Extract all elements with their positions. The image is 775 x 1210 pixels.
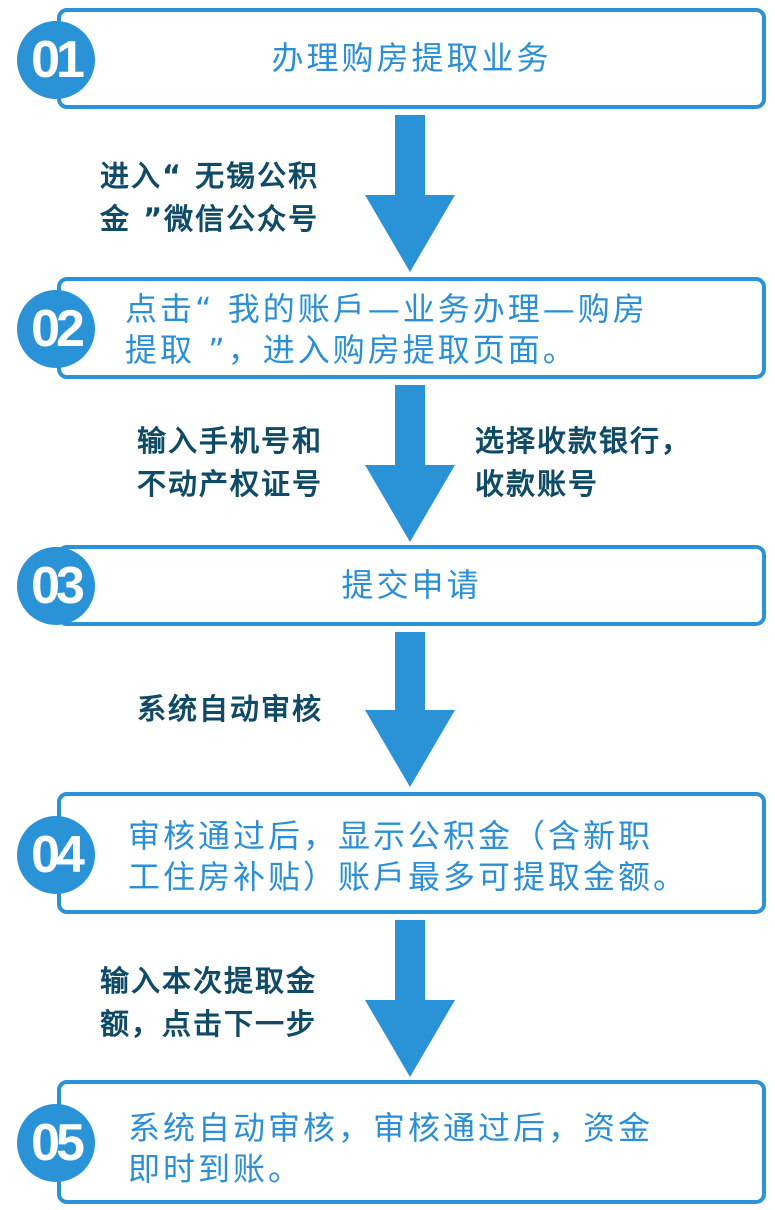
- text-line: 审核通过后，显示公积金（含新职: [128, 817, 654, 855]
- down-arrow-icon: [365, 632, 455, 787]
- transition-label: 系统自动审核: [137, 688, 323, 731]
- down-arrow-icon: [365, 385, 455, 542]
- step-box-5: 系统自动审核，审核通过后，资金 即时到账。: [57, 1080, 766, 1204]
- text-line: 即时到账。: [128, 1150, 304, 1188]
- label-line: 进入“ 无锡公积: [100, 159, 320, 193]
- label-line: 不动产权证号: [137, 467, 324, 501]
- label-line: 额，点击下一步: [100, 1007, 318, 1041]
- transition-label-right: 选择收款银行， 收款账号: [475, 420, 692, 506]
- label-line: 系统自动审核: [137, 692, 324, 726]
- step-text: 审核通过后，显示公积金（含新职 工住房补贴）账戶最多可提取金额。: [128, 816, 688, 898]
- step-box-3: 提交申请: [57, 545, 766, 626]
- step-text: 办理购房提取业务: [271, 39, 552, 77]
- label-line: 输入手机号和: [137, 424, 324, 458]
- step-text: 提交申请: [341, 566, 482, 604]
- text-line: 工住房补贴）账戶最多可提取金额。: [128, 858, 689, 896]
- step-text: 系统自动审核，审核通过后，资金 即时到账。: [128, 1108, 653, 1190]
- down-arrow-icon: [365, 115, 455, 272]
- step-number-badge: 03: [17, 547, 95, 625]
- transition-label: 输入本次提取金 额，点击下一步: [100, 960, 317, 1046]
- step-text: 点击“ 我的账戶—业务办理—购房 提取 ”，进入购房提取页面。: [125, 289, 648, 371]
- text-line: 系统自动审核，审核通过后，资金: [128, 1109, 654, 1147]
- step-box-2: 点击“ 我的账戶—业务办理—购房 提取 ”，进入购房提取页面。: [57, 277, 766, 379]
- label-line: 输入本次提取金: [100, 964, 318, 998]
- step-number-badge: 05: [17, 1104, 95, 1182]
- transition-label-left: 输入手机号和 不动产权证号: [137, 420, 323, 506]
- label-line: 选择收款银行，: [475, 424, 693, 458]
- step-number-badge: 01: [17, 21, 95, 99]
- step-number-badge: 04: [17, 816, 95, 894]
- label-line: 收款账号: [475, 467, 600, 501]
- text-line: 提取 ”，进入购房提取页面。: [125, 331, 578, 369]
- step-number-badge: 02: [17, 290, 95, 368]
- transition-label: 进入“ 无锡公积 金 ”微信公众号: [100, 155, 319, 241]
- down-arrow-icon: [365, 920, 455, 1077]
- text-line: 点击“ 我的账戶—业务办理—购房: [125, 290, 648, 328]
- label-line: 金 ”微信公众号: [100, 202, 320, 236]
- step-box-4: 审核通过后，显示公积金（含新职 工住房补贴）账戶最多可提取金额。: [57, 792, 766, 914]
- step-box-1: 办理购房提取业务: [57, 8, 766, 109]
